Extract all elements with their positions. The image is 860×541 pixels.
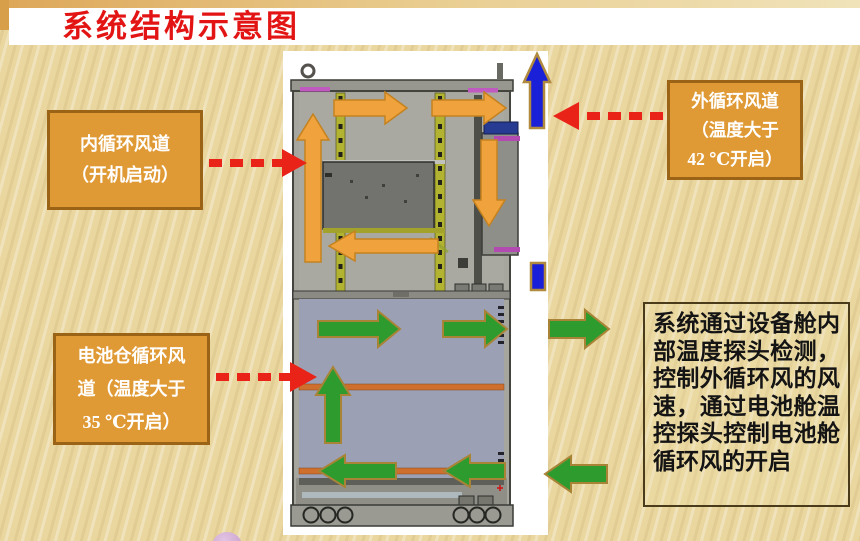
callout-line: 外循环风道	[691, 90, 779, 111]
battery-flow-arrows	[314, 307, 611, 494]
callout-internal-duct: 内循环风道 （开机启动）	[47, 110, 203, 210]
title-strip	[9, 8, 860, 45]
internal-arrow-right-1	[333, 90, 409, 126]
equipment-bay	[299, 87, 520, 294]
decorative-circle	[212, 532, 242, 541]
left-accent-notch	[0, 0, 9, 30]
callout-line: （开机启动）	[71, 165, 179, 185]
callout-external-duct: 外循环风道 （温度大于 42 ℃开启）	[667, 80, 803, 180]
internal-arrow-right-2	[431, 90, 508, 126]
equipment-box	[322, 160, 445, 233]
callout-pointer-arrows	[209, 102, 663, 392]
description-box: 系统通过设备舱内部温度探头检测，控制外循环风的风速，通过电池舱温控探头控制电池舱…	[643, 302, 850, 507]
external-inlet-marker	[529, 261, 547, 292]
battery-arrow-exit-right	[548, 307, 611, 351]
callout-line: 内循环风道	[80, 134, 170, 154]
pointer-external-duct	[553, 102, 663, 130]
pointer-internal-duct	[209, 149, 307, 177]
external-flow-arrows	[522, 51, 552, 292]
description-text: 系统通过设备舱内部温度探头检测，控制外循环风的风速，通过电池舱温控探头控制电池舱…	[653, 311, 840, 474]
internal-arrow-left-mid	[327, 229, 439, 263]
internal-flow-arrows	[295, 90, 508, 263]
cabinet-base	[290, 478, 514, 527]
pointer-battery-duct	[216, 362, 317, 392]
external-arrow-up	[522, 51, 552, 130]
battery-arrow-left-1	[317, 453, 397, 489]
battery-arrow-right-1	[317, 308, 402, 350]
top-accent-bar	[0, 0, 860, 8]
callout-battery-duct: 电池仓循环风 道（温度大于 35 ℃开启）	[53, 333, 210, 445]
lifting-lug	[497, 63, 503, 79]
battery-arrow-right-2	[442, 308, 509, 350]
battery-arrow-left-2	[442, 453, 506, 489]
callout-line: 35 ℃开启）	[82, 411, 181, 432]
callout-line: 道（温度大于	[77, 378, 186, 399]
callout-line: 电池仓循环风	[77, 345, 186, 366]
callout-line: 42 ℃开启）	[687, 148, 783, 169]
cabinet-structure	[290, 63, 520, 527]
callout-line: （温度大于	[691, 119, 779, 140]
internal-arrow-up-left	[295, 112, 331, 263]
battery-arrow-entry-left	[543, 454, 608, 494]
internal-arrow-down-right	[471, 139, 507, 228]
lifting-eye-icon	[300, 63, 316, 79]
slide-title: 系统结构示意图	[62, 9, 300, 44]
battery-arrow-up	[314, 365, 352, 444]
